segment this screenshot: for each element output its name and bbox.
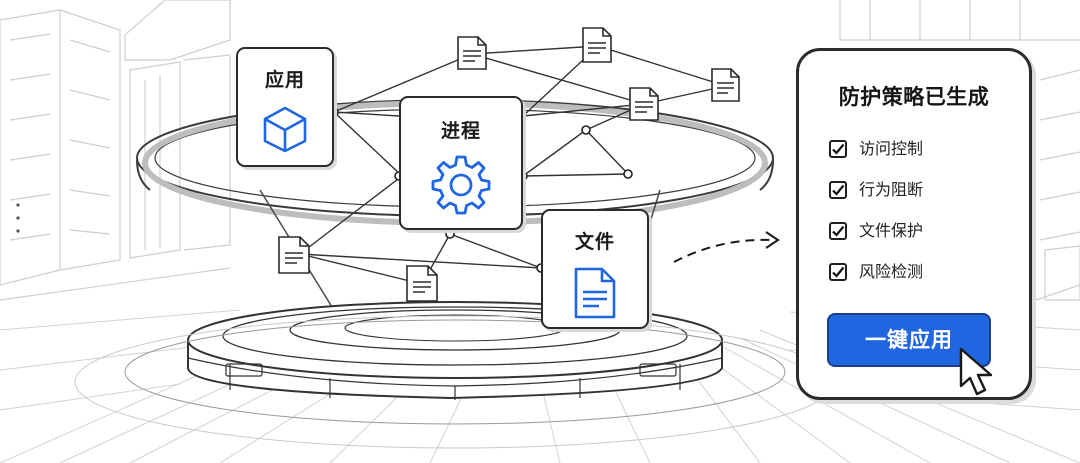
policy-label: 行为阻断 (859, 180, 924, 199)
document-icon (543, 266, 647, 324)
document-icon (278, 236, 310, 274)
floating-documents (278, 27, 740, 302)
policy-item: 文件保护 (829, 221, 923, 262)
policy-item: 访问控制 (829, 139, 923, 180)
policy-item: 行为阻断 (829, 180, 923, 221)
checkbox-behavior-block[interactable] (829, 181, 847, 199)
node-card-app: 应用 (236, 47, 334, 167)
policy-label: 风险检测 (859, 262, 924, 281)
policy-item: 风险检测 (829, 262, 923, 303)
cube-icon (238, 104, 332, 158)
checkbox-risk-detection[interactable] (829, 263, 847, 281)
check-icon (832, 225, 845, 237)
check-icon (832, 184, 845, 196)
policy-panel: 防护策略已生成 访问控制 行为阻断 文件保护 风险检测 一键应用 (796, 48, 1032, 400)
node-title-process: 进程 (440, 120, 481, 142)
document-icon (406, 265, 438, 302)
gear-icon (401, 153, 521, 221)
document-icon (582, 27, 612, 63)
node-card-process: 进程 (399, 96, 523, 230)
node-title-app: 应用 (264, 69, 305, 91)
checkbox-access-control[interactable] (829, 140, 847, 158)
background-buildings-right (839, 0, 1080, 301)
arrow-icon (673, 231, 780, 263)
checkbox-file-protection[interactable] (829, 222, 847, 240)
document-icon (711, 68, 740, 102)
policy-label: 访问控制 (859, 139, 924, 158)
platform (74, 301, 836, 449)
policy-label: 文件保护 (859, 221, 924, 240)
decorative-dots (16, 203, 20, 233)
policy-title: 防护策略已生成 (838, 85, 990, 109)
check-icon (832, 266, 845, 278)
document-icon (629, 87, 659, 121)
node-card-file: 文件 (541, 209, 649, 329)
cursor-icon (957, 346, 1001, 406)
document-icon (457, 36, 487, 70)
policy-list: 访问控制 行为阻断 文件保护 风险检测 (829, 139, 923, 303)
background-buildings (0, 0, 231, 301)
check-icon (832, 143, 845, 155)
node-title-file: 文件 (574, 231, 615, 253)
